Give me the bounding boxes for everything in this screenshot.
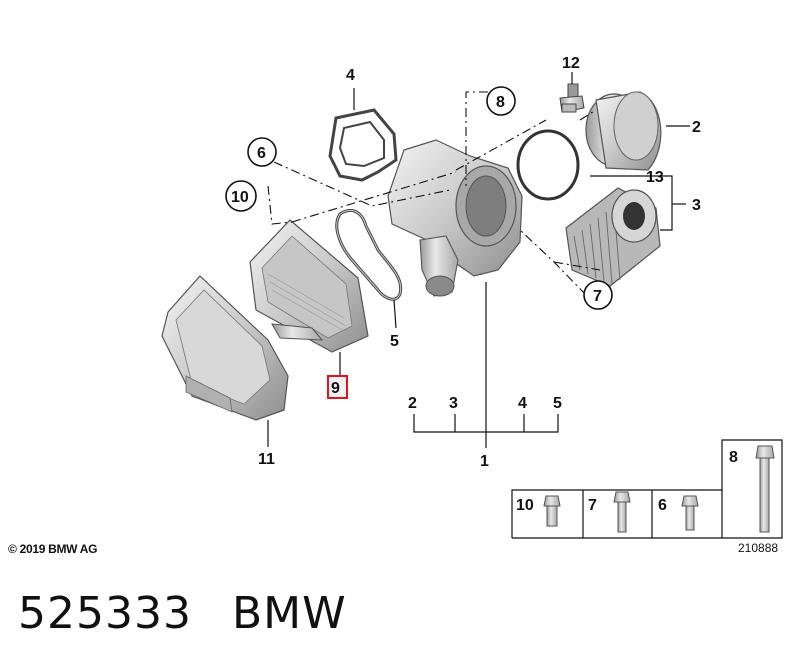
drawing-number: 210888 — [738, 541, 779, 555]
callout-6-label: 6 — [257, 145, 266, 162]
callout-11: 11 — [258, 451, 275, 468]
parts-diagram: 4 12 2 13 3 5 11 1 9 8 6 10 7 2 3 4 5 10… — [161, 55, 783, 539]
group-label-3: 3 — [449, 395, 458, 412]
inset-label-10: 10 — [516, 497, 534, 514]
highlighted-part-9[interactable]: 9 — [327, 375, 348, 399]
oil-cooler-cover — [161, 275, 289, 447]
o-ring — [516, 129, 580, 201]
callout-9: 9 — [331, 380, 340, 397]
copyright-notice: © 2019 BMW AG — [8, 542, 98, 556]
bolt-7-icon — [613, 491, 631, 533]
group-label-2: 2 — [408, 395, 417, 412]
bolt-10-icon — [543, 495, 561, 527]
circled-callout-8: 8 — [486, 86, 516, 116]
gasket-5 — [335, 209, 403, 329]
callout-3: 3 — [692, 197, 701, 214]
circled-callout-6: 6 — [247, 137, 277, 167]
part-number: 525333 — [18, 588, 192, 639]
oil-cooler — [249, 219, 369, 376]
footer-caption: 525333 BMW — [18, 588, 387, 639]
circled-callout-7: 7 — [583, 280, 613, 310]
inset-label-8: 8 — [729, 449, 738, 466]
bolt-6-icon — [681, 495, 699, 531]
oil-filter-housing — [387, 139, 523, 448]
callout-2: 2 — [692, 119, 701, 136]
circled-callout-10: 10 — [225, 180, 257, 212]
group-label-5: 5 — [553, 395, 562, 412]
callout-8-label: 8 — [496, 94, 505, 111]
callout-5: 5 — [390, 333, 399, 350]
gasket-4 — [328, 88, 398, 182]
callout-1: 1 — [480, 453, 489, 470]
group-label-4: 4 — [518, 395, 527, 412]
inset-label-6: 6 — [658, 497, 667, 514]
inset-label-7: 7 — [588, 497, 597, 514]
callout-10-label: 10 — [231, 189, 249, 206]
callout-4: 4 — [346, 67, 355, 84]
bolt-8-icon — [755, 445, 775, 533]
filter-cap — [585, 91, 690, 171]
filter-element — [565, 187, 661, 287]
fastener-inset: 10 7 6 8 — [511, 439, 783, 539]
callout-12: 12 — [562, 55, 580, 72]
callout-13: 13 — [646, 169, 664, 186]
callout-7-label: 7 — [593, 288, 602, 305]
brand-name: BMW — [231, 588, 347, 639]
oil-sensor — [559, 72, 585, 113]
